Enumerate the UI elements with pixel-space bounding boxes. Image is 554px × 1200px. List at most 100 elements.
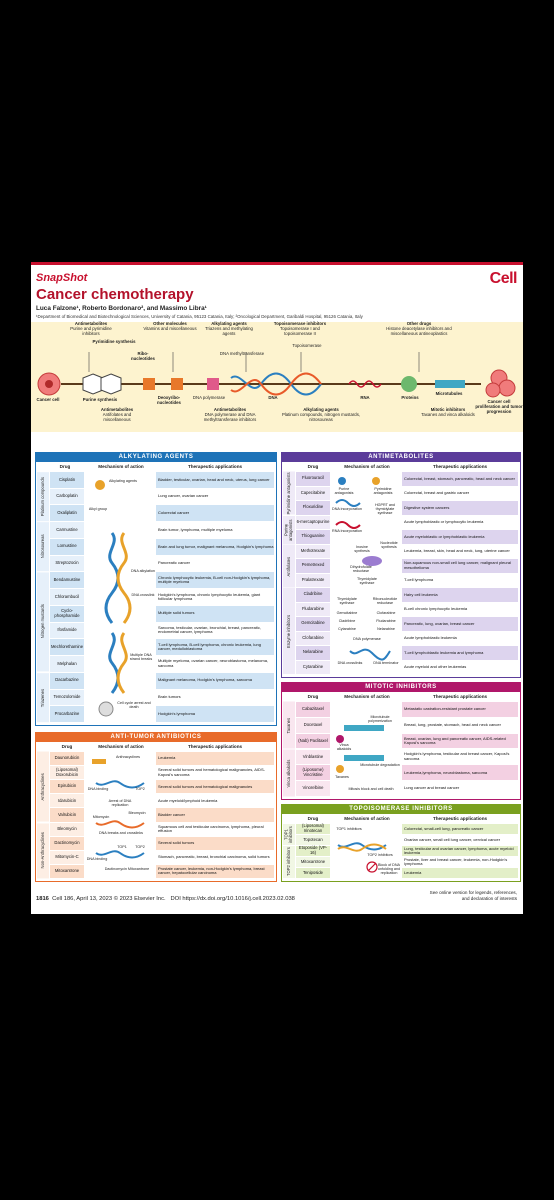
drug-group-label: TOP2 inhibitors: [283, 846, 295, 878]
drug-cell: Melphalan: [50, 656, 84, 672]
atb-col-drug: Drug: [61, 744, 73, 749]
application-cell: Hairy cell leukemia: [402, 588, 518, 602]
mit-mech-4: Mitosis block and cell death: [348, 787, 394, 791]
drug-cell: Ifosfamide: [50, 622, 84, 639]
antimetabolites-title: ANTIMETABOLITES: [282, 453, 520, 462]
application-cell: Colorectal, breast and gastric cancer: [402, 486, 518, 500]
drug-cell: Cytarabine: [296, 660, 330, 674]
alkylating-mechanism-diagram: Alkylating agents Alkyl group DNA alkyla…: [86, 473, 156, 723]
application-cell: Metastatic castration-resistant prostate…: [402, 702, 518, 717]
application-cell: Bladder, testicular, ovarian, head and n…: [156, 472, 274, 488]
alk-mech-2: DNA alkylation: [131, 569, 155, 573]
drug-group-label: Antifolates: [283, 544, 295, 587]
drug-cell: Chlorambucil: [50, 589, 84, 605]
drug-cell: Pemetrexed: [296, 559, 330, 573]
antimetabolites-mechanism-graphic: [335, 477, 391, 661]
drug-cell: (Liposomal) Doxorubicin: [50, 766, 84, 780]
application-cell: Hodgkin's lymphoma, testicular and breas…: [402, 749, 518, 765]
drug-group-label: Taxanes: [283, 702, 295, 749]
alkylating-title: ALKYLATING AGENTS: [36, 453, 276, 462]
drug-cell: Valrubicin: [50, 808, 84, 822]
topo-col-drug: Drug: [307, 816, 319, 821]
application-cell: Hodgkin's lymphoma, chronic lymphocytic …: [156, 589, 274, 605]
application-cell: Lung cancer, ovarian cancer: [156, 488, 274, 505]
drug-cell: Methotrexate: [296, 544, 330, 558]
application-cell: T-cell lymphoma: [402, 573, 518, 587]
drug-cell: Carboplatin: [50, 488, 84, 505]
antitumor-mechanism-diagram: Anthracyclines DNA binding TOP2 Arrest o…: [86, 753, 156, 879]
mitotic-title: MITOTIC INHIBITORS: [282, 683, 520, 692]
drug-cell: Dacarbazine: [50, 672, 84, 689]
anti-mech-18: DNA crosslinks: [337, 661, 363, 665]
anti-col-drug: Drug: [307, 464, 319, 469]
drug-group-label: Pyrimidine antagonists: [283, 472, 295, 515]
drug-cell: Mitoxantrone: [296, 857, 330, 867]
pw-top-3: Ribo-nucleotides: [131, 351, 155, 361]
application-cell: Hodgkin's lymphoma: [156, 706, 274, 722]
pw-top-5: DNA methyltransferase: [219, 351, 265, 356]
drug-cell: Procarbazine: [50, 706, 84, 722]
drug-group-label: Vinca alkaloids: [283, 749, 295, 796]
alkylating-agents-panel: ALKYLATING AGENTS Drug Mechanism of acti…: [35, 452, 277, 726]
mitotic-mechanism-graphic: [336, 725, 384, 773]
drug-cell: (Liposome) Vincristine: [296, 765, 330, 781]
drug-cell: Oxaliplatin: [50, 505, 84, 522]
drug-cell: Cladribine: [296, 588, 330, 602]
drug-cell: Bendamustine: [50, 572, 84, 589]
anti-mech-17: DNA polymerase: [353, 637, 381, 641]
application-cell: Malignant melanoma, Hodgkin's lymphoma, …: [156, 672, 274, 689]
pw-bottom-12: Cancer cell proliferation and tumor prog…: [475, 399, 523, 414]
atb-mech-3: Arrest of DNA replication: [108, 799, 132, 808]
cell-logo: Cell: [489, 270, 518, 287]
mit-mech-3: Taxanes: [335, 775, 349, 779]
drug-cell: Pralatrexate: [296, 573, 330, 587]
atb-col-app: Therapeutic applications: [187, 744, 243, 749]
drug-cell: Epirubicin: [50, 780, 84, 794]
application-cell: Lung, testicular and ovarian cancer, lym…: [402, 846, 518, 856]
drug-cell: Cyclo-phosphamide: [50, 605, 84, 622]
application-cell: T-cell lymphoma, B-cell lymphoma, chroni…: [156, 639, 274, 656]
application-cell: T-cell lymphoblastic leukemia and lympho…: [402, 646, 518, 660]
topo-mech-0: TOP1 inhibitors: [336, 827, 362, 831]
drug-cell: Cabazitaxel: [296, 702, 330, 717]
drug-cell: Capecitabine: [296, 486, 330, 500]
application-cell: Multiple myeloma, ovarian cancer, neurob…: [156, 656, 274, 672]
application-cell: Brain tumors: [156, 689, 274, 706]
topo-mech-2: Block of DNA unfolding and replication: [377, 863, 401, 876]
application-cell: Chronic lymphocytic leukemia, B-cell non…: [156, 572, 274, 589]
drug-cell: Fluorouracil: [296, 472, 330, 486]
drug-cell: Daunorubicin: [50, 752, 84, 766]
drug-cell: Lomustine: [50, 538, 84, 555]
alk-mech-3: DNA crosslink: [131, 593, 155, 597]
application-cell: Acute lymphoblastic leukemia: [402, 631, 518, 645]
drug-cell: Nelarabine: [296, 646, 330, 660]
mit-mech-0: Microtubule polymerization: [368, 715, 392, 724]
application-cell: B-cell chronic lymphocytic leukemia: [402, 602, 518, 616]
mit-col-drug: Drug: [307, 694, 319, 699]
anti-mech-8: Thymidylate synthase: [357, 577, 377, 586]
alk-mech-4: Multiple DNA strand breaks: [129, 653, 153, 662]
page-title: Cancer chemotherapy: [36, 286, 194, 303]
anti-col-mech: Mechanism of action: [344, 464, 390, 469]
pw-bottom-0: Cancer cell: [36, 397, 60, 402]
pw-top-1: Pyrimidine synthesis: [92, 339, 136, 344]
drug-cell: Mechlorethamine: [50, 639, 84, 656]
drug-group-label: Nitrosoureas: [37, 522, 49, 572]
footer-note: See online version for legends, referenc…: [429, 890, 517, 901]
pw-bottom-6: DNA: [268, 395, 278, 400]
anti-mech-5: Inosine synthesis: [354, 545, 370, 554]
alk-mech-5: Cell cycle arrest and death: [117, 701, 151, 710]
application-cell: Leukemia: [156, 752, 274, 766]
application-cell: Lung cancer and breast cancer: [402, 781, 518, 796]
application-cell: Non-squamous non-small cell lung cancer,…: [402, 559, 518, 573]
anti-mech-14: Clofarabine: [376, 611, 396, 615]
snapshot-label: SnapShot: [36, 272, 88, 284]
antitumor-mechanism-graphic: [92, 759, 145, 859]
application-cell: Bladder cancer: [156, 808, 274, 822]
application-cell: Stomach, pancreatic, breast, bronchial c…: [156, 850, 274, 864]
mit-mech-2: Microtubule degradation: [360, 763, 400, 767]
pw-bottom-8: RNA: [360, 395, 370, 400]
drug-cell: Vinblastine: [296, 749, 330, 765]
application-cell: Breast, ovarian, lung and pancreatic can…: [402, 733, 518, 749]
